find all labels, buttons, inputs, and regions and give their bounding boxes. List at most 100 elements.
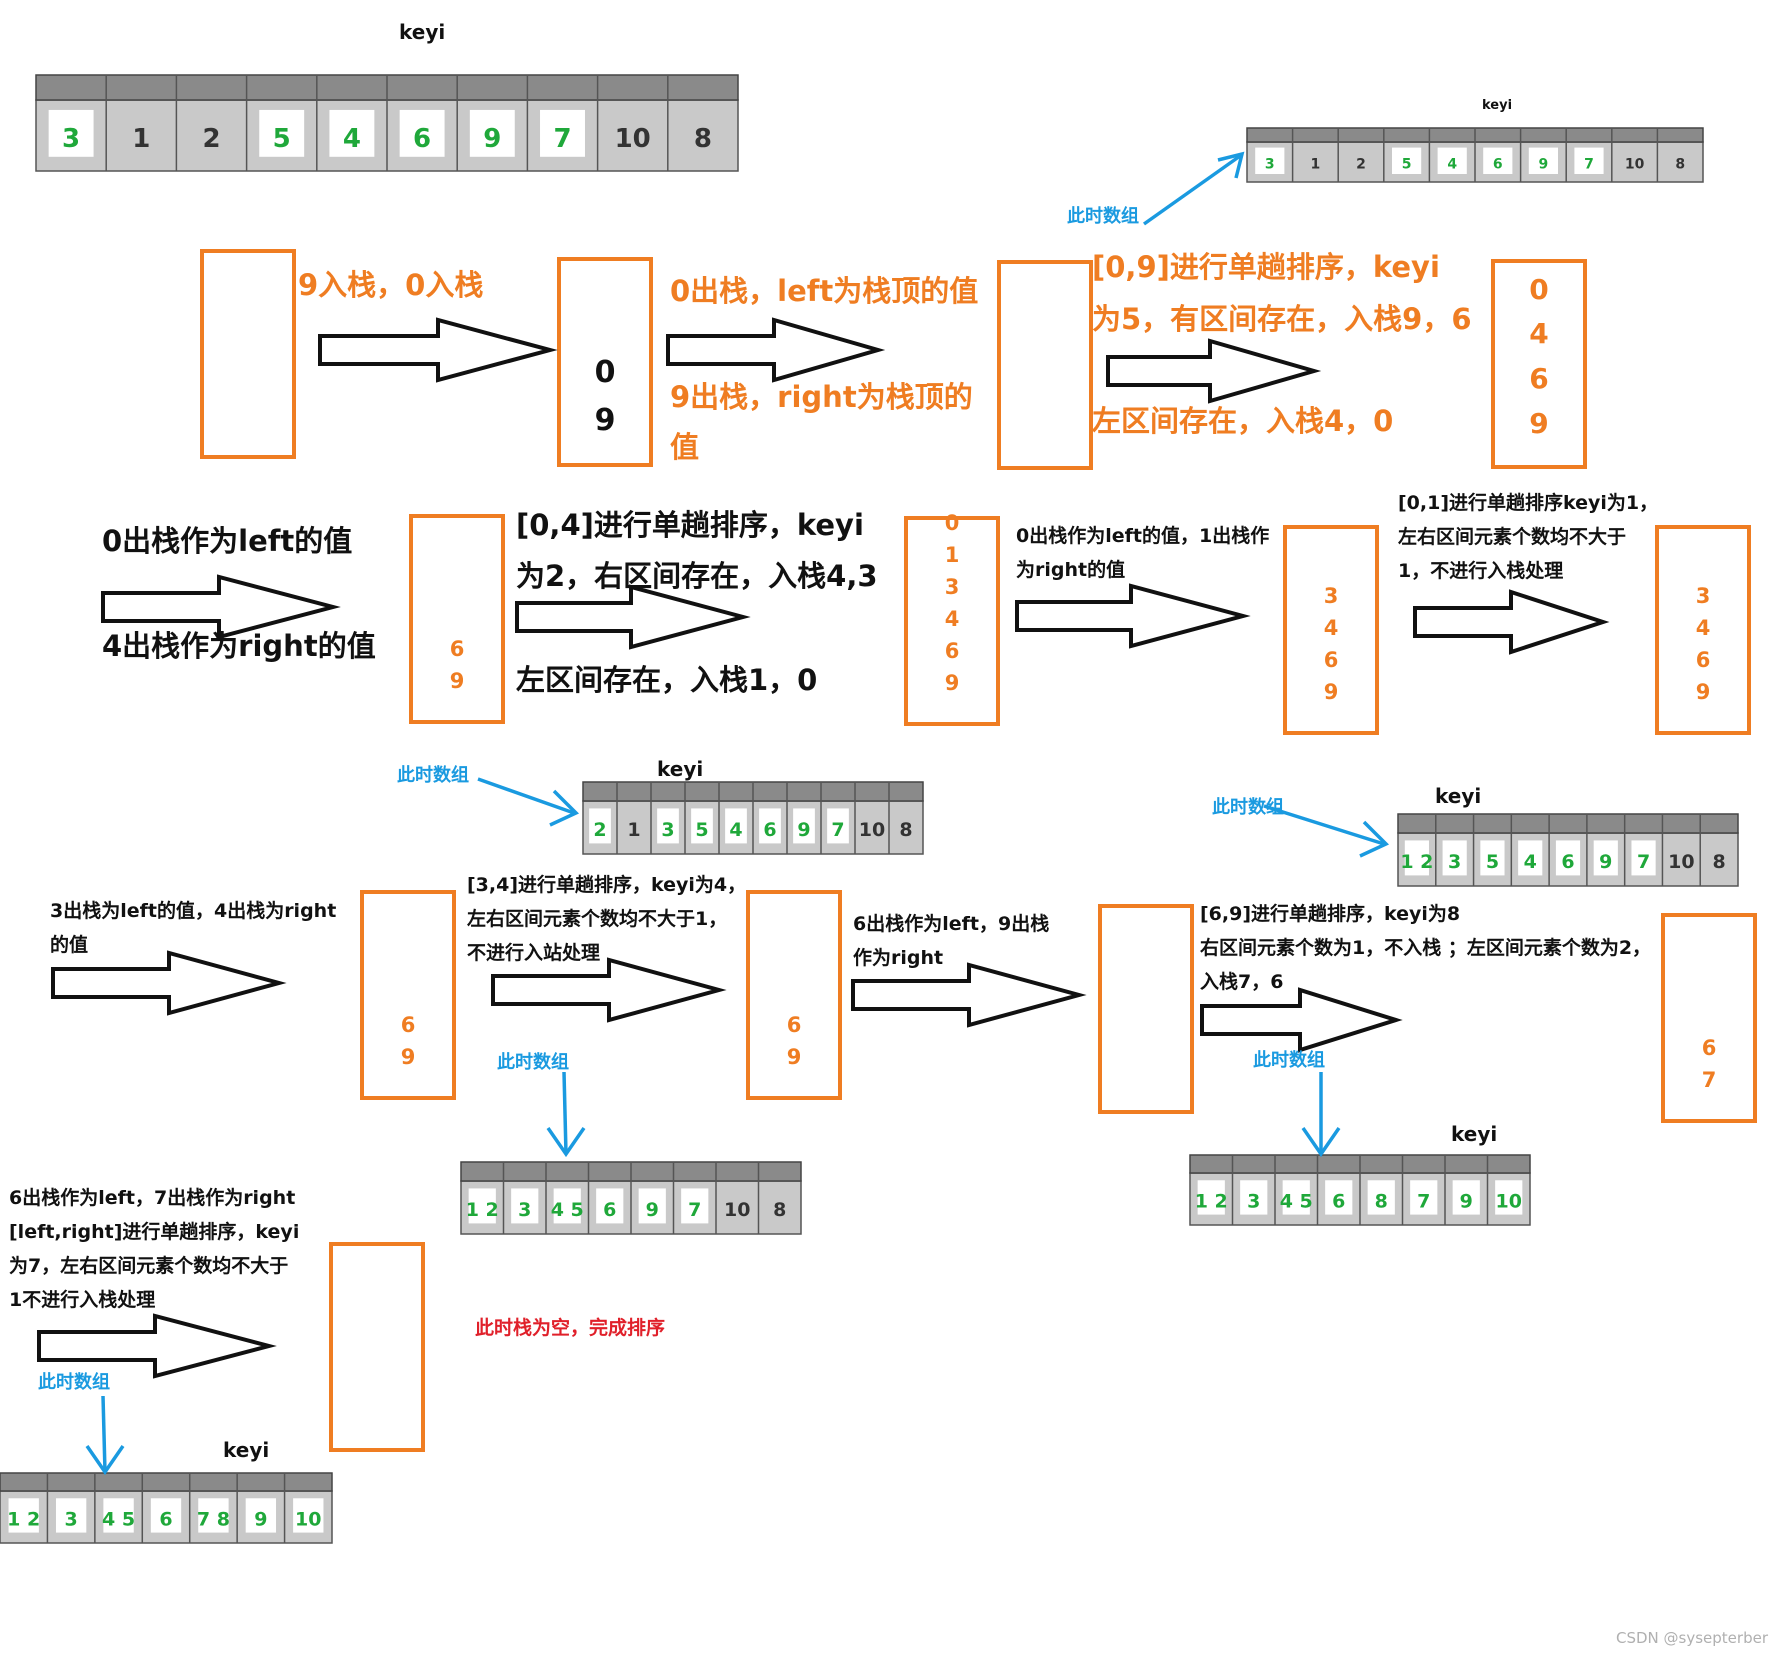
array-cell-value: 8 [773, 1199, 786, 1221]
array-cell-value: 1 [627, 819, 640, 841]
stack-value: 6 [786, 1013, 802, 1037]
current-array-label-3: 此时数组 [1212, 797, 1284, 818]
array-cell-value: 4 [1447, 156, 1457, 172]
step-7-line-1: [0,1]进行单趟排序keyi为1， [1398, 492, 1659, 514]
stack-value: 6 [400, 1013, 416, 1037]
arrow-right-8 [51, 950, 287, 1016]
stack-value: 3 [1323, 584, 1339, 608]
array-cell-value: 4 5 [1280, 1190, 1313, 1212]
array-cell-value: 4 5 [551, 1199, 584, 1221]
stack-value: 1 [944, 543, 960, 567]
array-cell-value: 9 [646, 1199, 659, 1221]
array-cell-value: 3 [518, 1199, 531, 1221]
arrow-right-6 [1015, 583, 1251, 649]
step-5-line-2: 为2，右区间存在，入栈4,3 [516, 559, 878, 593]
stack-value: 3 [1695, 584, 1711, 608]
step-11-line-3: 入栈7，6 [1200, 971, 1284, 993]
array-cell-value: 10 [1668, 851, 1694, 873]
array-cell-value: 6 [1561, 851, 1574, 873]
arrow-right-4 [101, 574, 341, 640]
arrow-right-10 [851, 962, 1087, 1028]
stack-box-3 [997, 260, 1093, 470]
array-cell-value: 7 [831, 819, 844, 841]
current-array-label-5: 此时数组 [1253, 1050, 1325, 1071]
blue-pointer-4 [546, 1071, 586, 1158]
array-cell-value: 7 [1637, 851, 1650, 873]
stack-box-11 [1098, 904, 1194, 1114]
arrow-right-11 [1200, 987, 1403, 1053]
current-array-label-2: 此时数组 [397, 765, 469, 786]
arrow-right-12 [37, 1313, 277, 1379]
step-11-line-1: [6,9]进行单趟排序，keyi为8 [1200, 903, 1461, 925]
array-cell-value: 1 [1311, 156, 1321, 172]
array-cell-value: 1 2 [1400, 851, 1433, 873]
stack-value: 3 [944, 575, 960, 599]
array-cell-value: 9 [1599, 851, 1612, 873]
array-cell-value: 6 [763, 819, 776, 841]
step-3-line-3: 左区间存在，入栈4，0 [1092, 404, 1394, 438]
array-cell-value: 3 [1247, 1190, 1260, 1212]
current-array-label-6: 此时数组 [38, 1372, 110, 1393]
array-cell-value: 9 [1539, 156, 1549, 172]
stack-value: 9 [786, 1045, 802, 1069]
stack-value: 9 [944, 671, 960, 695]
blue-pointer-2 [477, 777, 580, 827]
stack-value: 4 [1323, 616, 1339, 640]
array-cell-value: 9 [1460, 1190, 1473, 1212]
array-cell-value: 5 [695, 819, 708, 841]
step-9-line-1: [3,4]进行单趟排序，keyi为4， [467, 874, 747, 896]
array-cell-value: 10 [1496, 1190, 1522, 1212]
stack-value: 6 [1695, 648, 1711, 672]
array-cell-value: 1 2 [7, 1508, 40, 1530]
step-3-line-2: 为5，有区间存在，入栈9，6 [1092, 302, 1472, 336]
array-cell-value: 8 [1675, 156, 1685, 172]
step-7-line-3: 1，不进行入栈处理 [1398, 560, 1564, 582]
array-cell-value: 10 [859, 819, 885, 841]
array-cell-value: 5 [1486, 851, 1499, 873]
stack-value: 4 [1529, 317, 1549, 351]
stack-value: 9 [1323, 680, 1339, 704]
array-cell-value: 3 [1265, 156, 1275, 172]
array-cell-value: 6 [1493, 156, 1503, 172]
blue-pointer-5 [1301, 1072, 1341, 1158]
step-4-line-2: 4出栈作为right的值 [102, 629, 376, 663]
array-cell-value: 10 [615, 124, 651, 154]
stack-value: 6 [1323, 648, 1339, 672]
array-cell-value: 9 [483, 124, 501, 154]
arrow-right-2 [666, 317, 886, 383]
array-cell-value: 6 [603, 1199, 616, 1221]
array-cell-value: 7 8 [197, 1508, 230, 1530]
stack-value: 0 [944, 511, 960, 535]
stack-value: 6 [1701, 1036, 1717, 1060]
array-cell-value: 1 [132, 124, 150, 154]
arrow-right-5 [515, 584, 751, 650]
array-cell-value: 4 [1524, 851, 1537, 873]
step-10-line-2: 作为right [853, 947, 944, 969]
array-cell-value: 8 [899, 819, 912, 841]
stack-value: 0 [594, 355, 616, 390]
step-12-line-3: 为7，左右区间元素个数均不大于 [9, 1255, 289, 1277]
array-cell-value: 1 2 [466, 1199, 499, 1221]
array-cell-value: 9 [254, 1508, 267, 1530]
step-10-line-1: 6出栈作为left，9出栈 [853, 913, 1050, 935]
done-text: 此时栈为空，完成排序 [475, 1317, 666, 1339]
array-cell-value: 5 [1402, 156, 1412, 172]
stack-value: 9 [1695, 680, 1711, 704]
array-cell-value: 6 [1332, 1190, 1345, 1212]
array-cell-value: 10 [295, 1508, 321, 1530]
array-cell-value: 2 [593, 819, 606, 841]
step-4-line-1: 0出栈作为left的值 [102, 524, 353, 558]
step-2-line-1: 0出栈，left为栈顶的值 [670, 274, 979, 308]
